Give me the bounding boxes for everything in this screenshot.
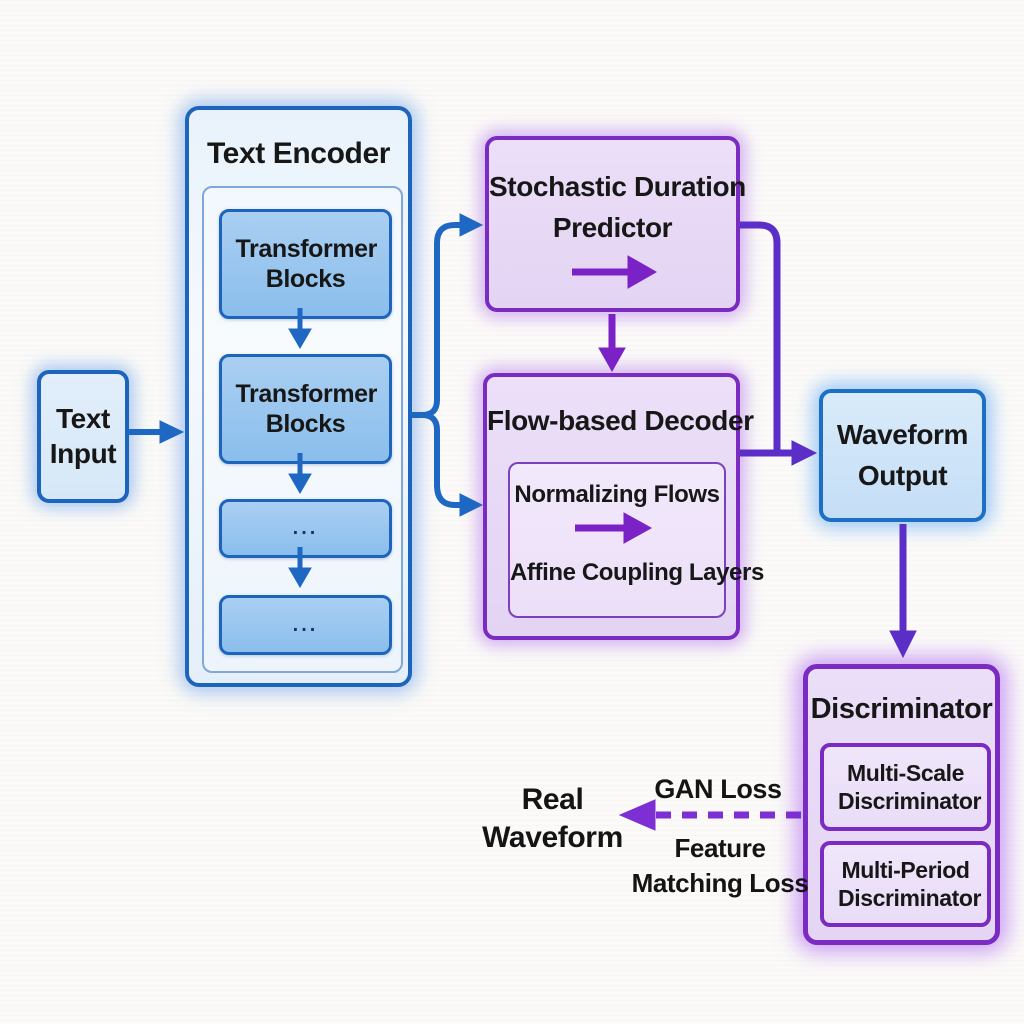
arrow-waveform-to-discriminator — [889, 524, 917, 659]
node-waveform-output: Waveform Output — [819, 389, 986, 522]
node-discriminator: Discriminator Multi-Scale Discriminator … — [803, 664, 1000, 945]
normalizing-flows-label: Normalizing Flows — [514, 481, 720, 508]
multi-scale-discriminator-label: Multi-Scale Discriminator — [838, 759, 982, 814]
connector-encoder-to-sdp-head — [459, 213, 484, 237]
text-input-label-line2: Input — [49, 437, 117, 469]
affine-coupling-layers-label: Affine Coupling Layers — [510, 559, 764, 586]
flow-decoder-inner-container: Normalizing Flows Affine Coupling Layers — [508, 462, 764, 618]
arrow-input-to-encoder — [128, 420, 185, 444]
multi-scale-discriminator-box: Multi-Scale Discriminator — [820, 743, 991, 831]
arrow-sdp-to-decoder — [598, 314, 626, 373]
arrow-decoder-to-waveform — [740, 440, 818, 466]
transformer-block-ellipsis-1: ... — [219, 499, 392, 558]
real-waveform-label: Real Waveform — [460, 781, 645, 858]
text-encoder-title: Text Encoder — [206, 137, 391, 170]
sdp-title-line2: Predictor — [552, 211, 673, 243]
flow-decoder-title: Flow-based Decoder — [487, 405, 754, 436]
feature-matching-line1: Feature — [674, 833, 766, 863]
waveform-output-label-line2: Output — [857, 459, 948, 491]
arrow-input-to-encoder-head — [159, 420, 185, 444]
node-text-input: Text Input — [37, 370, 129, 503]
multi-period-discriminator-label: Multi-Period Discriminator — [838, 856, 982, 911]
real-waveform-line2: Waveform — [482, 821, 623, 855]
feature-matching-line2: Matching Loss — [631, 868, 809, 899]
node-text-encoder: Text Encoder Transformer Blocks Transfor… — [185, 106, 412, 687]
multi-period-discriminator-box: Multi-Period Discriminator — [820, 841, 991, 927]
text-input-label-line1: Text — [56, 403, 110, 435]
connector-encoder-to-decoder — [410, 412, 484, 517]
text-encoder-inner-container: Transformer Blocks Transformer Blocks ..… — [202, 186, 403, 673]
connector-encoder-to-decoder-path — [410, 412, 460, 508]
ellipsis-1-label: ... — [292, 517, 319, 539]
arrow-waveform-to-discriminator-head — [889, 630, 917, 659]
gan-loss-label: GAN Loss — [654, 774, 782, 804]
transformer-block-1: Transformer Blocks — [219, 209, 392, 319]
sdp-title-line1: Stochastic Duration — [489, 171, 746, 202]
node-flow-based-decoder: Flow-based Decoder Normalizing Flows Aff… — [483, 373, 764, 640]
connector-encoder-to-sdp-path — [410, 222, 460, 418]
arrow-decoder-to-waveform-head — [791, 440, 818, 466]
connector-encoder-to-sdp — [410, 213, 484, 418]
arrow-sdp-to-decoder-head — [598, 347, 626, 373]
waveform-output-label-line1: Waveform — [836, 418, 969, 450]
transformer-block-2: Transformer Blocks — [219, 354, 392, 464]
feature-matching-loss-label: Feature Matching Loss — [610, 831, 830, 901]
transformer-block-ellipsis-2: ... — [219, 595, 392, 655]
transformer-block-1-label: Transformer Blocks — [235, 234, 378, 294]
transformer-block-2-label: Transformer Blocks — [235, 379, 378, 439]
node-stochastic-duration-predictor: Stochastic Duration Predictor — [485, 136, 746, 312]
connector-encoder-to-decoder-head — [459, 493, 484, 517]
discriminator-title: Discriminator — [810, 693, 993, 725]
ellipsis-2-label: ... — [292, 613, 319, 636]
real-waveform-line1: Real — [521, 783, 584, 816]
